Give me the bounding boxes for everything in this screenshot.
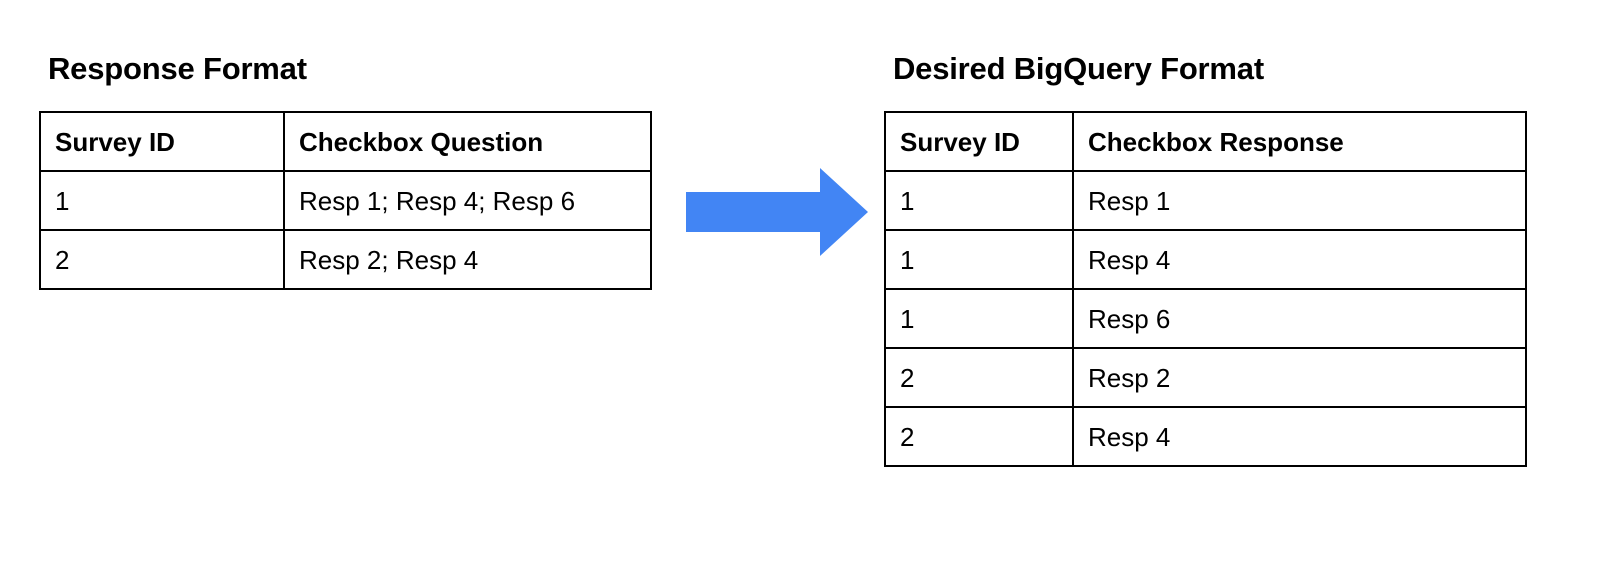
table-row: 2 Resp 2 bbox=[884, 347, 1527, 408]
cell-survey-id: 2 bbox=[884, 347, 1074, 408]
response-format-table: Survey ID Checkbox Question 1 Resp 1; Re… bbox=[39, 111, 652, 290]
cell-survey-id: 1 bbox=[884, 229, 1074, 290]
cell-checkbox-response: Resp 1 bbox=[1072, 170, 1527, 231]
column-header-survey-id: Survey ID bbox=[39, 111, 285, 172]
table-row: 1 Resp 4 bbox=[884, 229, 1527, 290]
cell-checkbox-question: Resp 1; Resp 4; Resp 6 bbox=[283, 170, 652, 231]
cell-checkbox-response: Resp 2 bbox=[1072, 347, 1527, 408]
cell-checkbox-response: Resp 4 bbox=[1072, 406, 1527, 467]
table-row: 2 Resp 2; Resp 4 bbox=[39, 229, 652, 290]
right-block-arrow-icon bbox=[686, 168, 868, 256]
left-panel-title: Response Format bbox=[48, 51, 307, 86]
cell-survey-id: 2 bbox=[884, 406, 1074, 467]
table-row: 1 Resp 1 bbox=[884, 170, 1527, 231]
bigquery-format-table: Survey ID Checkbox Response 1 Resp 1 1 R… bbox=[884, 111, 1527, 467]
table-row: 1 Resp 6 bbox=[884, 288, 1527, 349]
table-row: 2 Resp 4 bbox=[884, 406, 1527, 467]
cell-checkbox-response: Resp 4 bbox=[1072, 229, 1527, 290]
cell-survey-id: 1 bbox=[884, 288, 1074, 349]
table-row: 1 Resp 1; Resp 4; Resp 6 bbox=[39, 170, 652, 231]
cell-survey-id: 1 bbox=[884, 170, 1074, 231]
column-header-checkbox-question: Checkbox Question bbox=[283, 111, 652, 172]
table-header-row: Survey ID Checkbox Question bbox=[39, 111, 652, 172]
table-header-row: Survey ID Checkbox Response bbox=[884, 111, 1527, 172]
right-panel-title: Desired BigQuery Format bbox=[893, 51, 1264, 86]
cell-survey-id: 2 bbox=[39, 229, 285, 290]
cell-survey-id: 1 bbox=[39, 170, 285, 231]
cell-checkbox-response: Resp 6 bbox=[1072, 288, 1527, 349]
column-header-survey-id: Survey ID bbox=[884, 111, 1074, 172]
column-header-checkbox-response: Checkbox Response bbox=[1072, 111, 1527, 172]
cell-checkbox-question: Resp 2; Resp 4 bbox=[283, 229, 652, 290]
